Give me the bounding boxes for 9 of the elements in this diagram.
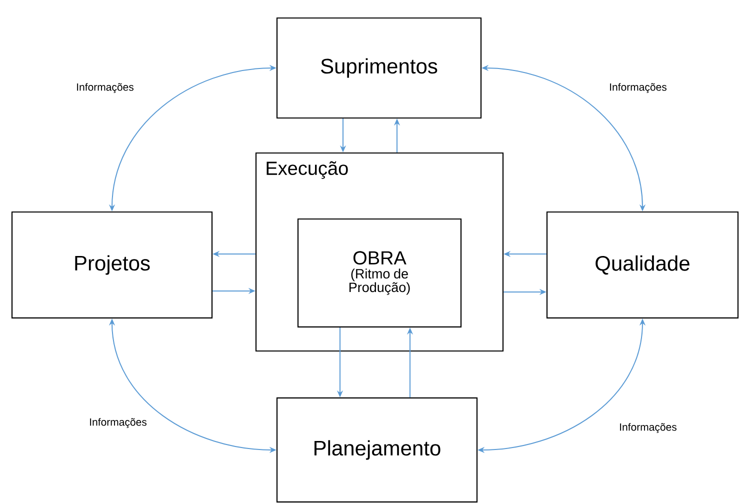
process-box: Qualidade — [546, 211, 739, 319]
edge-label: Informações — [75, 82, 135, 94]
process-box: Projetos — [11, 211, 213, 319]
process-box: Suprimentos — [276, 17, 482, 119]
inner-box: OBRA (Ritmo de Produção) — [297, 218, 462, 328]
edge-label: Informações — [608, 82, 668, 94]
process-box: Planejamento — [276, 397, 478, 503]
edge-label: Informações — [88, 417, 148, 429]
edge-label: Informações — [618, 422, 678, 434]
